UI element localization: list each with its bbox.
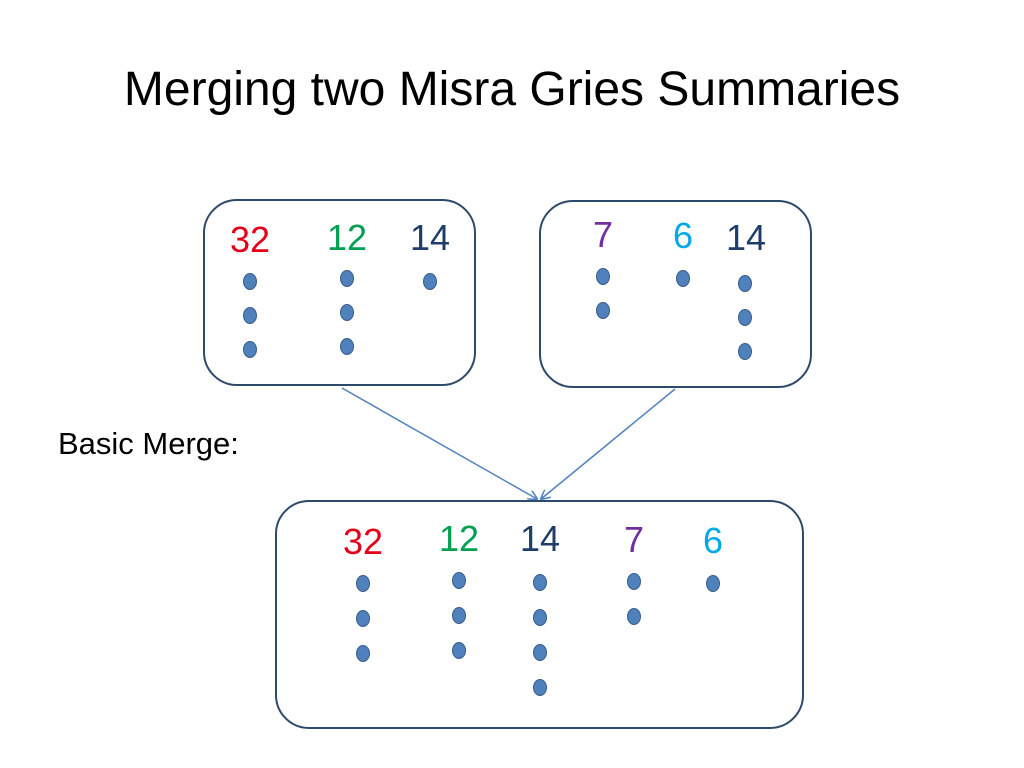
right-counter-dot — [738, 343, 752, 360]
right-summary-box — [539, 200, 812, 388]
merged-counter-dot — [627, 573, 641, 590]
merged-counter-dot — [706, 575, 720, 592]
merged-counter-dot — [452, 642, 466, 659]
left-count-label-32: 32 — [229, 219, 271, 260]
merged-count-label-6: 6 — [702, 520, 724, 561]
left-counter-dot — [340, 338, 354, 355]
left-count-label-14: 14 — [409, 217, 451, 258]
merged-count-label-12: 12 — [438, 518, 480, 559]
right-counter-dot — [738, 275, 752, 292]
right-count-label-14: 14 — [725, 217, 767, 258]
right-counter-dot — [676, 270, 690, 287]
right-count-label-6: 6 — [672, 215, 694, 256]
merged-counter-dot — [627, 608, 641, 625]
merged-counter-dot — [452, 572, 466, 589]
right-to-merge-arrow — [541, 388, 676, 499]
left-counter-dot — [243, 341, 257, 358]
right-counter-dot — [596, 268, 610, 285]
merged-counter-dot — [452, 607, 466, 624]
merged-count-label-7: 7 — [623, 519, 645, 560]
merged-counter-dot — [533, 644, 547, 661]
merged-count-label-32: 32 — [342, 521, 384, 562]
merged-count-label-14: 14 — [519, 518, 561, 559]
left-count-label-12: 12 — [326, 217, 368, 258]
left-counter-dot — [243, 307, 257, 324]
merged-counter-dot — [356, 645, 370, 662]
left-counter-dot — [340, 270, 354, 287]
left-counter-dot — [243, 273, 257, 290]
basic-merge-label: Basic Merge: — [58, 426, 239, 461]
merged-counter-dot — [533, 679, 547, 696]
right-counter-dot — [596, 302, 610, 319]
merged-counter-dot — [356, 610, 370, 627]
left-counter-dot — [340, 304, 354, 321]
slide-title: Merging two Misra Gries Summaries — [123, 63, 901, 116]
right-counter-dot — [738, 309, 752, 326]
left-to-merge-arrow — [341, 387, 537, 499]
merged-counter-dot — [356, 575, 370, 592]
left-counter-dot — [423, 273, 437, 290]
right-count-label-7: 7 — [592, 214, 614, 255]
merged-counter-dot — [533, 574, 547, 591]
merged-counter-dot — [533, 609, 547, 626]
